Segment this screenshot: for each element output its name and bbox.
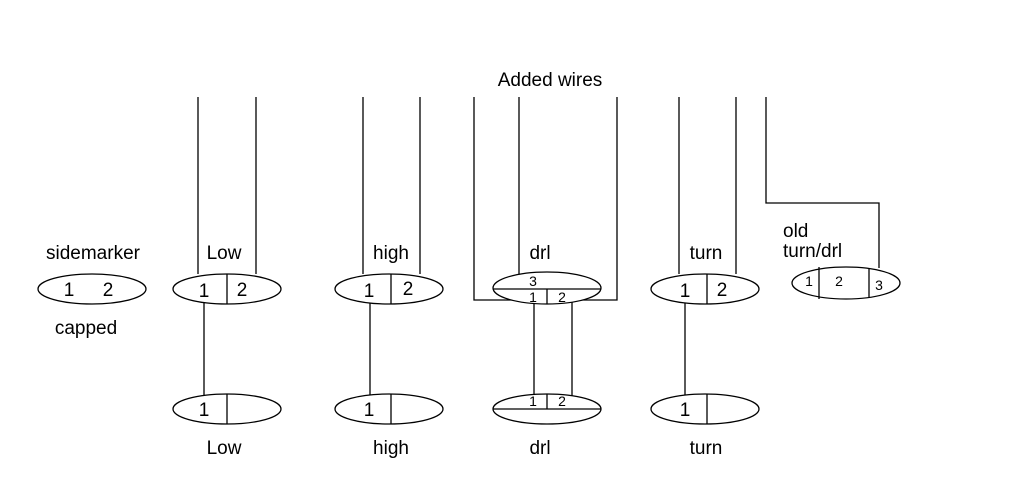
pin-label: 3 xyxy=(529,273,537,289)
connector-low-bottom: 1 Low xyxy=(172,393,282,459)
pin-label: 2 xyxy=(558,289,566,305)
connector-label: drl xyxy=(529,438,550,459)
connector-low-top: Low 1 2 xyxy=(172,243,282,305)
pin-label: 1 xyxy=(529,393,537,409)
pin-label: 1 xyxy=(64,280,75,301)
pin-label: 3 xyxy=(875,277,883,293)
pin-label: 1 xyxy=(805,273,813,289)
connector-label: Low xyxy=(207,438,242,459)
connector-note: capped xyxy=(55,318,117,339)
connector-label: high xyxy=(373,243,409,264)
connector-high-bottom: 1 high xyxy=(334,393,444,459)
pin-label: 2 xyxy=(558,393,566,409)
connector-label: drl xyxy=(529,243,550,264)
pin-label: 1 xyxy=(680,400,691,421)
connector-label: turn xyxy=(690,438,723,459)
connector-label: turn xyxy=(690,243,723,264)
connector-label: high xyxy=(373,438,409,459)
pin-label: 2 xyxy=(237,280,248,301)
connector-label: sidemarker xyxy=(46,243,141,264)
wire-old-turn-drl xyxy=(765,97,880,268)
pin-label: 2 xyxy=(403,279,414,300)
wire-drl-loop xyxy=(473,97,618,301)
pin-label: 2 xyxy=(103,280,114,301)
pin-label: 1 xyxy=(364,281,375,302)
pin-label: 1 xyxy=(364,400,375,421)
pin-label: 1 xyxy=(199,400,210,421)
connector-turn-bottom: 1 turn xyxy=(650,393,760,459)
connector-high-top: high 1 2 xyxy=(334,243,444,305)
pin-label: 1 xyxy=(680,281,691,302)
connector-drl-top: drl 3 1 2 xyxy=(492,243,602,305)
connector-sidemarker: sidemarker 1 2 capped xyxy=(37,243,147,339)
pin-label: 2 xyxy=(717,280,728,301)
connector-label: old xyxy=(783,221,808,242)
diagram-title: Added wires xyxy=(498,70,603,91)
wires xyxy=(197,97,880,400)
connector-old-turn-drl: old turn/drl 1 2 3 xyxy=(783,221,901,300)
pin-label: 2 xyxy=(835,273,843,289)
connector-label: Low xyxy=(207,243,242,264)
connector-label: turn/drl xyxy=(783,241,842,262)
pin-label: 1 xyxy=(199,281,210,302)
connector-drl-bottom: 1 2 drl xyxy=(492,393,602,459)
pin-label: 1 xyxy=(529,289,537,305)
connector-turn-top: turn 1 2 xyxy=(650,243,760,305)
